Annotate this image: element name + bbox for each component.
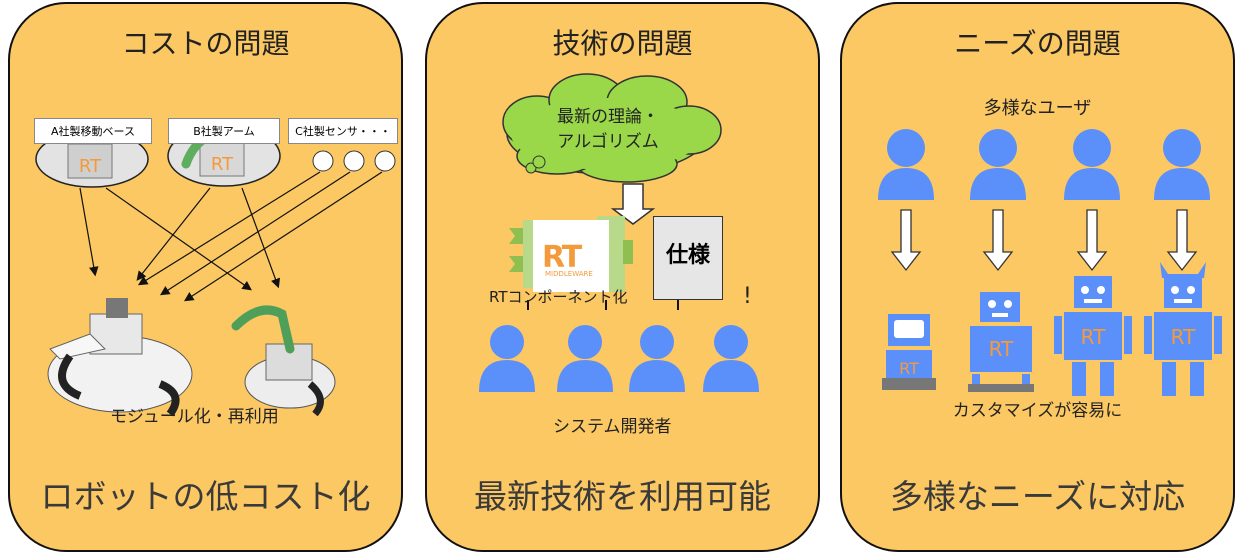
- down-arrows: [890, 209, 1198, 272]
- svg-text:RT: RT: [211, 154, 234, 175]
- spec-document: 仕様: [653, 216, 723, 300]
- module-box-a: A社製移動ベース: [34, 118, 152, 144]
- svg-text:RT: RT: [989, 337, 1014, 361]
- robot-3: RT: [1054, 276, 1132, 396]
- panel-title: ニーズの問題: [954, 27, 1121, 60]
- svg-text:RT: RT: [79, 156, 102, 177]
- robot-4: RT: [1144, 262, 1222, 396]
- cost-caption: モジュール化・再利用: [110, 407, 279, 427]
- rtc-label: RTコンポーネント化: [489, 288, 628, 306]
- rt-logo-sub: MIDDLEWARE: [545, 270, 593, 278]
- robot-logo: RT: [899, 359, 919, 378]
- user-people: [878, 129, 1210, 200]
- robot-2: RT: [968, 292, 1034, 392]
- customize-caption: カスタマイズが容易に: [952, 401, 1123, 421]
- panel-needs: ニーズの問題 多様なユーザ RT: [840, 2, 1235, 552]
- module-box-c: C社製センサ・・・: [288, 118, 398, 144]
- developers-label: システム開発者: [553, 417, 672, 437]
- panel-title: 技術の問題: [552, 27, 693, 60]
- panel-cost: コストの問題 RT RT: [8, 2, 403, 552]
- needs-diagram: RT RT RT RT: [878, 129, 1222, 396]
- robot-1: RT: [882, 314, 936, 390]
- cloud-text: 最新の理論・ アルゴリズム: [557, 107, 659, 152]
- svg-text:RT: RT: [1081, 325, 1106, 349]
- cost-diagram: RT RT: [35, 125, 396, 417]
- developer-people: [479, 325, 759, 392]
- tech-diagram: [479, 73, 759, 392]
- svg-text:RT: RT: [1171, 325, 1196, 349]
- rt-logo: RT: [542, 240, 582, 275]
- panel-footer: ロボットの低コスト化: [40, 477, 371, 516]
- panel-tech: 技術の問題: [425, 2, 820, 552]
- panel-footer: 多様なニーズに対応: [889, 477, 1186, 516]
- exclaim-mark: !: [743, 284, 752, 309]
- panel-title: コストの問題: [121, 27, 290, 60]
- exclamation-marks: [527, 300, 679, 310]
- panel-footer: 最新技術を利用可能: [474, 477, 771, 516]
- users-label: 多様なユーザ: [983, 98, 1092, 119]
- module-box-b: B社製アーム: [168, 118, 280, 144]
